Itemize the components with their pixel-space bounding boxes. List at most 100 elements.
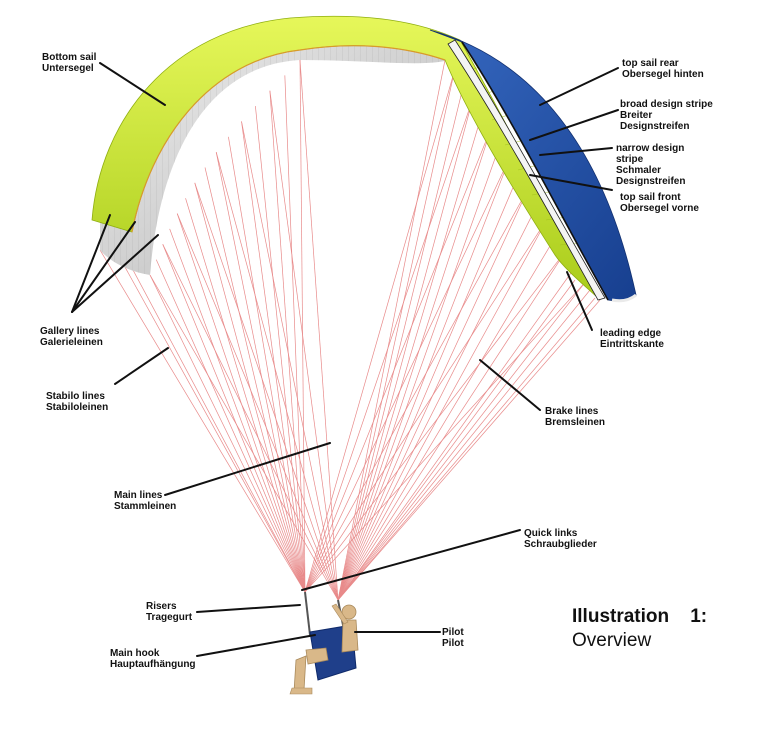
label-line: Breiter bbox=[620, 110, 653, 121]
pilot-leg-lower bbox=[293, 655, 307, 693]
leader-main bbox=[164, 442, 331, 496]
suspension-line bbox=[204, 167, 306, 593]
label-broad-stripe: broad design stripe Breiter Designstreif… bbox=[620, 99, 713, 132]
suspension-line bbox=[299, 59, 339, 601]
label-quick-links: Quick links Schraubglieder bbox=[524, 528, 597, 550]
label-gallery-lines: Gallery lines Galerieleinen bbox=[40, 326, 103, 348]
suspension-line bbox=[337, 249, 568, 601]
suspension-line bbox=[304, 155, 511, 593]
leader-leading-edge bbox=[566, 271, 593, 331]
suspension-line bbox=[284, 75, 306, 593]
leader-risers bbox=[196, 604, 301, 613]
label-line: Galerieleinen bbox=[40, 337, 103, 348]
leader-bottom-sail bbox=[99, 62, 166, 106]
suspension-line bbox=[337, 265, 577, 601]
suspension-line bbox=[337, 59, 446, 601]
pilot-figure bbox=[289, 591, 359, 695]
suspension-line bbox=[337, 233, 558, 601]
suspension-line bbox=[337, 170, 521, 601]
label-line: broad design stripe bbox=[620, 99, 713, 110]
suspension-line bbox=[337, 140, 502, 601]
suspension-line bbox=[241, 121, 339, 601]
leader-quick-links bbox=[301, 529, 521, 591]
leader-brake bbox=[479, 359, 541, 411]
narrow-design-stripe bbox=[447, 39, 606, 301]
leader-main-hook bbox=[196, 634, 316, 657]
label-line: Gallery lines bbox=[40, 326, 100, 337]
pilot-torso bbox=[341, 619, 359, 653]
label-line: Tragegurt bbox=[146, 612, 193, 623]
label-line: Stabiloleinen bbox=[46, 402, 109, 413]
label-line: stripe bbox=[616, 154, 644, 165]
leader-gallery-2 bbox=[71, 221, 136, 313]
label-main-hook: Main hook Hauptaufhängung bbox=[110, 648, 196, 670]
label-line: Untersegel bbox=[42, 63, 94, 74]
leader-top-sail-rear bbox=[539, 67, 619, 106]
caption-subtitle: Overview bbox=[572, 630, 652, 651]
label-main-lines: Main lines Stammleinen bbox=[114, 490, 176, 512]
suspension-line bbox=[304, 97, 474, 593]
suspension-line bbox=[337, 111, 483, 601]
brake-line bbox=[337, 289, 591, 601]
leader-broad-stripe bbox=[529, 109, 619, 141]
suspension-line bbox=[149, 274, 339, 601]
suspension-line bbox=[337, 201, 540, 601]
pilot-foot bbox=[289, 687, 313, 695]
suspension-line bbox=[337, 84, 465, 601]
label-risers: Risers Tragegurt bbox=[146, 601, 192, 623]
suspension-line bbox=[269, 90, 306, 593]
suspension-line bbox=[304, 186, 530, 593]
label-line: Obersegel hinten bbox=[622, 69, 704, 80]
suspension-line bbox=[241, 121, 306, 593]
label-line: Obersegel vorne bbox=[620, 203, 699, 214]
label-line: Schmaler bbox=[616, 165, 662, 176]
suspension-line bbox=[304, 126, 493, 593]
label-line: Eintrittskante bbox=[600, 339, 664, 350]
label-line: Stammleinen bbox=[114, 501, 177, 512]
leader-narrow-stripe bbox=[539, 147, 613, 156]
gallery-line bbox=[99, 249, 306, 593]
leader-stabilo bbox=[114, 347, 169, 385]
leader-lines bbox=[71, 62, 619, 657]
paraglider-wing bbox=[91, 15, 637, 303]
label-line: top sail rear bbox=[622, 58, 679, 69]
pilot-head bbox=[341, 604, 357, 620]
brake-line bbox=[337, 299, 601, 601]
label-line: narrow design bbox=[616, 143, 685, 154]
label-line: Bottom sail bbox=[42, 52, 97, 63]
label-line: Designstreifen bbox=[616, 176, 686, 187]
suspension-line bbox=[255, 106, 306, 593]
figure-caption: Illustration 1: Overview bbox=[572, 605, 707, 653]
label-pilot: Pilot Pilot bbox=[442, 627, 464, 649]
suspension-line bbox=[304, 281, 586, 593]
leader-gallery-3 bbox=[71, 234, 159, 313]
suspension-line bbox=[176, 213, 339, 601]
label-line: Bremsleinen bbox=[545, 417, 606, 428]
label-line: Brake lines bbox=[545, 406, 599, 417]
label-line: Pilot bbox=[442, 627, 464, 638]
suspension-line bbox=[299, 59, 306, 593]
suspension-line bbox=[215, 152, 339, 601]
label-line: top sail front bbox=[620, 192, 681, 203]
label-line: leading edge bbox=[600, 328, 662, 339]
leader-gallery-1 bbox=[71, 214, 111, 313]
caption-title: Illustration 1: bbox=[572, 606, 708, 627]
label-line: Pilot bbox=[442, 638, 464, 649]
label-line: Hauptaufhängung bbox=[110, 659, 196, 670]
label-line: Schraubglieder bbox=[524, 539, 597, 550]
label-brake-lines: Brake lines Bremsleinen bbox=[545, 406, 605, 428]
label-line: Designstreifen bbox=[620, 121, 690, 132]
suspension-line bbox=[337, 217, 549, 601]
label-bottom-sail: Bottom sail Untersegel bbox=[42, 52, 96, 74]
brake-line bbox=[337, 279, 576, 601]
label-line: Stabilo lines bbox=[46, 391, 105, 402]
gallery-line bbox=[124, 254, 306, 593]
suspension-line bbox=[194, 182, 339, 601]
suspension-line bbox=[304, 249, 568, 593]
suspension-line bbox=[162, 244, 339, 601]
pilot-leg-upper bbox=[305, 647, 329, 665]
label-narrow-stripe: narrow design stripe Schmaler Designstre… bbox=[616, 143, 685, 187]
suspension-line bbox=[149, 274, 306, 593]
suspension-lines bbox=[99, 59, 601, 601]
